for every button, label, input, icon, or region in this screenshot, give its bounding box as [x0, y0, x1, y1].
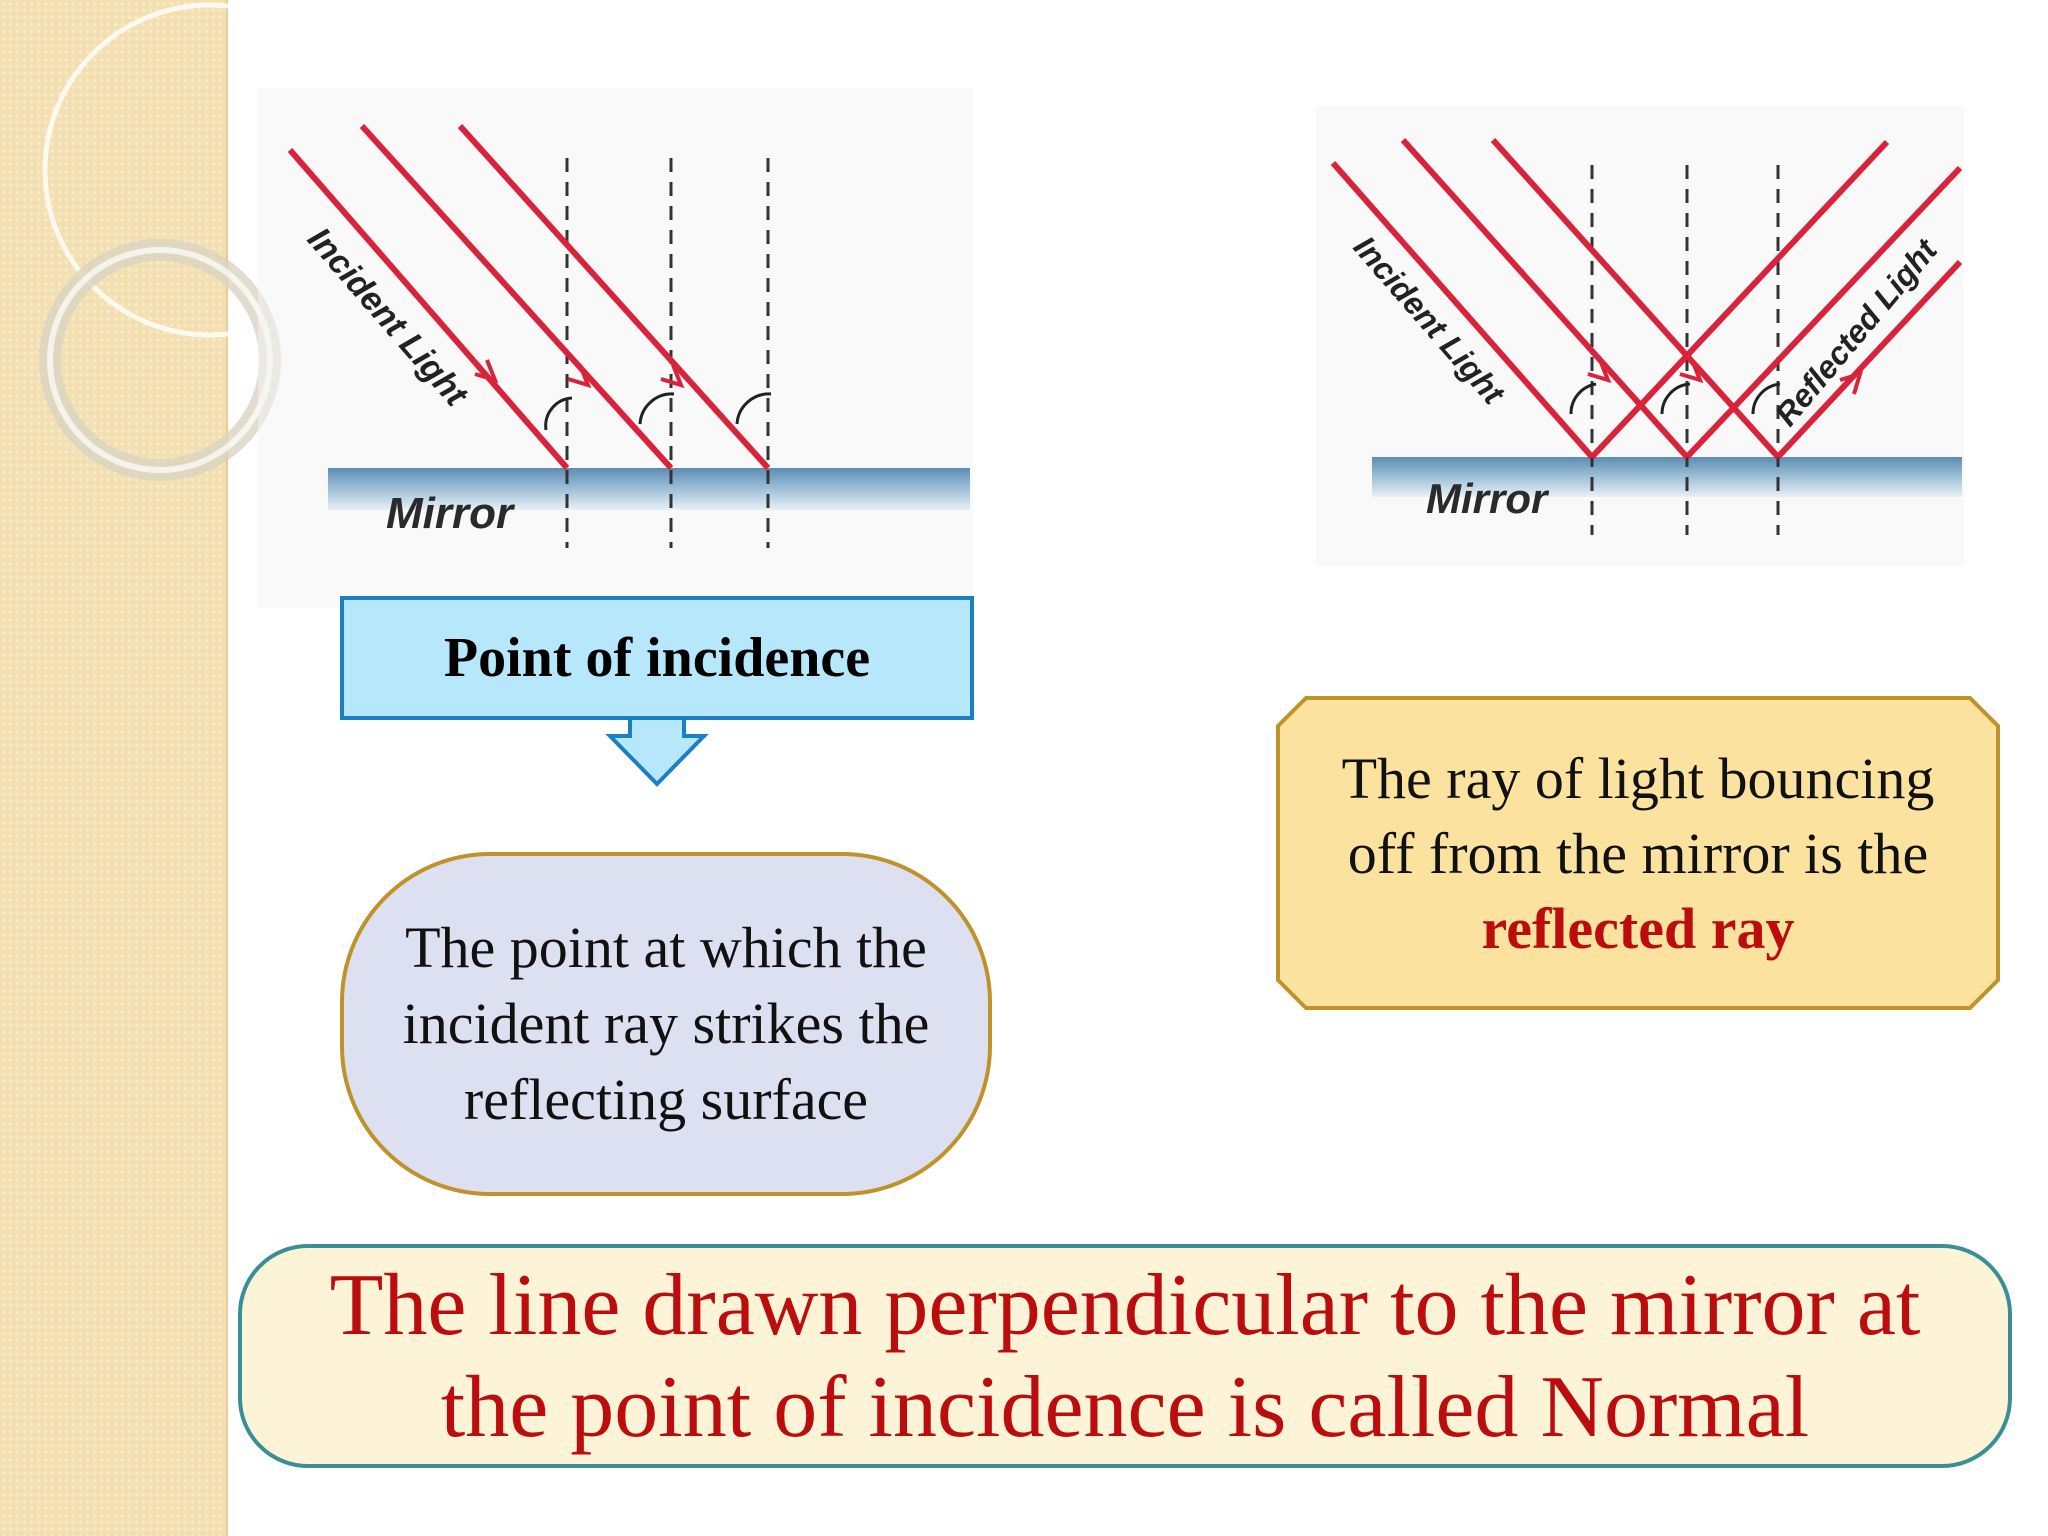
incident-ray: [359, 123, 674, 471]
reflected-ray-term: reflected ray: [1481, 895, 1795, 961]
angle-arc: [1751, 382, 1781, 415]
reflected-ray: [1684, 165, 1963, 460]
ray-arrow: [660, 364, 685, 389]
ray-arrow: [1679, 359, 1704, 384]
ray-arrow: [1587, 359, 1612, 384]
reflected-ray: [1589, 139, 1890, 460]
ray-arrow: [1839, 371, 1863, 395]
normal-definition-box: The line drawn perpendicular to the mirr…: [238, 1244, 2012, 1468]
angle-arc: [1660, 382, 1691, 415]
down-arrow-icon: [605, 720, 709, 787]
angle-arc: [1569, 382, 1597, 415]
reflected-ray-definition: The ray of light bouncing off from the m…: [1278, 698, 1998, 1008]
point-of-incidence-callout: Point of incidence: [340, 596, 974, 720]
reflected-definition-box: [1276, 696, 2000, 1010]
mirror-right: [1372, 457, 1962, 497]
angle-arc: [544, 396, 573, 431]
definition-line-2: off from the mirror is the: [1347, 820, 1929, 886]
incident-ray: [287, 148, 570, 470]
definition-line-1: The ray of light bouncing: [1341, 745, 1935, 811]
incident-ray: [1330, 161, 1595, 459]
mirror-label: Mirror: [386, 489, 516, 538]
diagram-right: Incident Light Reflected Light Mirror: [1316, 106, 1964, 566]
angle-arc: [735, 392, 772, 425]
normal-definition-line-1: The line drawn perpendicular to the mirr…: [329, 1257, 1921, 1354]
mirror-left: [328, 468, 970, 510]
mirror-label: Mirror: [1426, 475, 1550, 522]
callout-label: Point of incidence: [443, 627, 871, 689]
diagram-left: Incident Light Mirror: [258, 88, 973, 608]
diagram-left-background: [258, 88, 973, 608]
incident-ray: [457, 123, 771, 471]
reflected-ray: [1775, 259, 1963, 460]
ray-arrow: [567, 364, 592, 389]
normal-definition-line-2: the point of incidence is called Normal: [440, 1359, 1810, 1456]
point-of-incidence-definition: The point at which the incident ray stri…: [340, 852, 992, 1196]
incident-ray: [1490, 137, 1781, 460]
ray-arrow: [474, 359, 499, 384]
definition-text: The point at which the incident ray stri…: [402, 915, 930, 1132]
angle-arc: [638, 392, 675, 425]
